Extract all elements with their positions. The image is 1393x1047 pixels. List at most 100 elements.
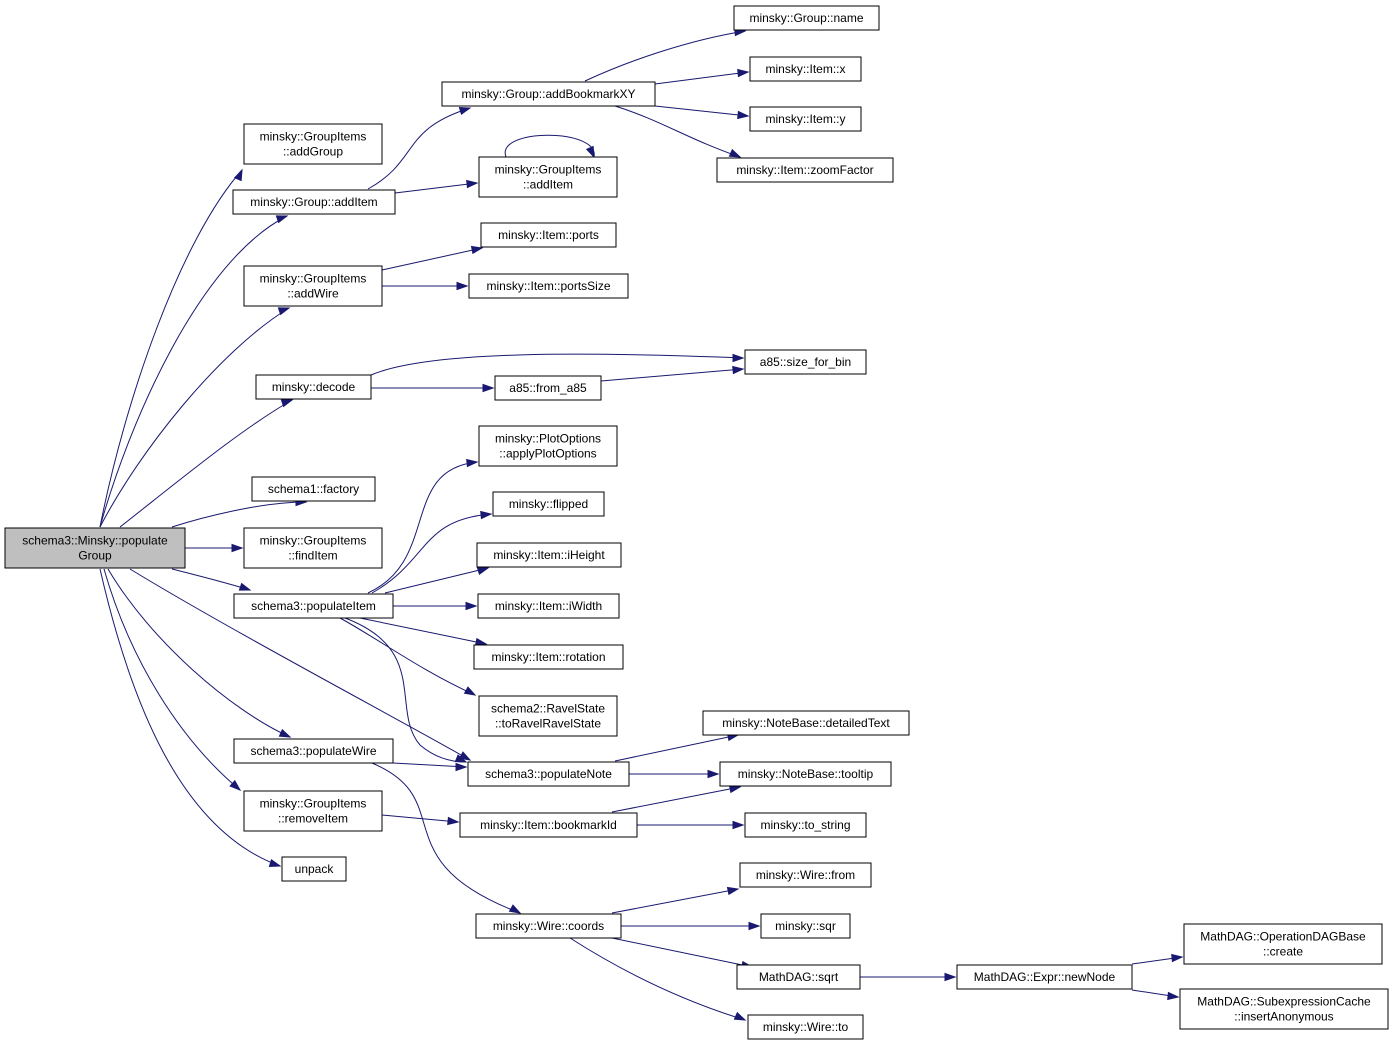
arrowhead — [726, 886, 740, 896]
node-box — [243, 265, 383, 307]
arrowhead — [466, 179, 479, 189]
edge-newNode-to-opDAGcreate — [1131, 953, 1184, 965]
node-sqr[interactable]: minsky::sqr — [760, 913, 851, 939]
node-gi_addItem[interactable]: minsky::GroupItems::addItem — [478, 156, 618, 198]
node-insertAnon[interactable]: MathDAG::SubexpressionCache::insertAnony… — [1179, 988, 1389, 1030]
arrowhead — [466, 458, 479, 468]
node-wire_coords[interactable]: minsky::Wire::coords — [475, 913, 622, 939]
node-label: ::findItem — [288, 549, 337, 563]
node-mathdag_sqrt[interactable]: MathDAG::sqrt — [736, 964, 861, 990]
node-label: MathDAG::Expr::newNode — [974, 970, 1116, 984]
node-label: ::addGroup — [283, 145, 343, 159]
node-box — [441, 81, 656, 107]
node-item_y[interactable]: minsky::Item::y — [749, 106, 862, 132]
node-box — [492, 491, 605, 517]
node-flipped[interactable]: minsky::flipped — [492, 491, 605, 517]
node-s1_factory[interactable]: schema1::factory — [251, 476, 376, 502]
node-rotation[interactable]: minsky::Item::rotation — [473, 644, 624, 670]
node-box — [281, 856, 347, 882]
node-label: ::addWire — [287, 287, 339, 301]
edge-root-to-decode — [119, 399, 294, 528]
edge-root-to-gi_removeItem — [103, 568, 242, 791]
node-detailedText[interactable]: minsky::NoteBase::detailedText — [702, 710, 910, 736]
node-label: a85::from_a85 — [509, 381, 587, 395]
node-zoomFactor[interactable]: minsky::Item::zoomFactor — [716, 157, 894, 183]
edge-wire_coords-to-sqr — [621, 921, 761, 931]
node-decode[interactable]: minsky::decode — [255, 374, 372, 400]
edge-from_a85-to-size_for_bin — [600, 365, 745, 382]
node-label: minsky::Item::rotation — [491, 650, 605, 664]
node-plotOptions[interactable]: minsky::PlotOptions::applyPlotOptions — [478, 425, 618, 467]
edge-wire_coords-to-wire_to — [569, 937, 747, 1021]
node-box — [733, 5, 880, 31]
node-ravelState[interactable]: schema2::RavelState::toRavelRavelState — [478, 695, 618, 737]
arrowhead — [275, 215, 289, 224]
node-label: minsky::Item::ports — [498, 228, 599, 242]
edge-gi_addWire-to-item_portsSize — [382, 281, 469, 291]
node-box — [475, 913, 622, 939]
node-populateNote[interactable]: schema3::populateNote — [467, 761, 630, 787]
node-label: minsky::Item::portsSize — [486, 279, 610, 293]
node-from_a85[interactable]: a85::from_a85 — [494, 375, 602, 401]
node-populateWire[interactable]: schema3::populateWire — [233, 738, 394, 764]
arrowhead — [480, 510, 493, 520]
node-label: minsky::PlotOptions — [495, 432, 601, 446]
node-box — [739, 862, 872, 888]
node-label: minsky::to_string — [760, 818, 850, 832]
arrowhead — [728, 148, 742, 158]
node-box — [243, 790, 383, 832]
node-gi_removeItem[interactable]: minsky::GroupItems::removeItem — [243, 790, 383, 832]
node-box — [473, 644, 624, 670]
node-label: ::create — [1263, 945, 1303, 959]
arrowhead — [470, 245, 484, 255]
edge-g_addItem-to-addBookmarkXY — [367, 106, 472, 190]
edge-g_addItem-to-gi_addItem — [394, 179, 479, 194]
arrowhead — [268, 858, 282, 868]
node-label: ::removeItem — [278, 812, 348, 826]
node-label: ::addItem — [523, 178, 573, 192]
node-group_name[interactable]: minsky::Group::name — [733, 5, 880, 31]
node-label: minsky::flipped — [509, 497, 588, 511]
node-box — [476, 542, 622, 568]
node-box — [233, 593, 394, 619]
node-label: minsky::GroupItems — [495, 163, 602, 177]
arrowhead — [454, 754, 468, 763]
node-unpack[interactable]: unpack — [281, 856, 347, 882]
node-item_x[interactable]: minsky::Item::x — [749, 56, 862, 82]
arrowhead — [465, 601, 478, 611]
arrowhead — [474, 637, 488, 647]
edge-root-to-unpack — [99, 568, 282, 868]
node-gi_addWire[interactable]: minsky::GroupItems::addWire — [243, 265, 383, 307]
node-addBookmarkXY[interactable]: minsky::Group::addBookmarkXY — [441, 81, 656, 107]
arrowhead — [748, 921, 761, 931]
node-label: minsky::Item::iHeight — [493, 548, 605, 562]
arrowhead — [463, 686, 477, 696]
node-iHeight[interactable]: minsky::Item::iHeight — [476, 542, 622, 568]
node-label: minsky::Group::name — [749, 11, 863, 25]
node-item_portsSize[interactable]: minsky::Item::portsSize — [468, 273, 629, 299]
node-label: minsky::GroupItems — [260, 272, 367, 286]
node-iWidth[interactable]: minsky::Item::iWidth — [477, 593, 620, 619]
node-newNode[interactable]: MathDAG::Expr::newNode — [956, 964, 1133, 990]
edge-root-to-gi_addGroup — [99, 168, 243, 528]
arrowhead — [1167, 991, 1180, 1001]
node-box — [749, 106, 862, 132]
node-gi_addGroup[interactable]: minsky::GroupItems::addGroup — [243, 123, 383, 165]
node-to_string[interactable]: minsky::to_string — [744, 812, 867, 838]
node-g_addItem[interactable]: minsky::Group::addItem — [232, 189, 396, 215]
node-gi_findItem[interactable]: minsky::GroupItems::findItem — [243, 527, 383, 569]
node-populateItem[interactable]: schema3::populateItem — [233, 593, 394, 619]
node-item_ports[interactable]: minsky::Item::ports — [480, 222, 617, 248]
node-label: schema2::RavelState — [491, 702, 605, 716]
node-label: MathDAG::SubexpressionCache — [1197, 995, 1371, 1009]
node-size_for_bin[interactable]: a85::size_for_bin — [744, 349, 867, 375]
node-tooltip[interactable]: minsky::NoteBase::tooltip — [719, 761, 892, 787]
arrowhead — [737, 68, 750, 78]
node-label: MathDAG::sqrt — [759, 970, 839, 984]
node-label: schema3::populateItem — [251, 599, 376, 613]
node-bookmarkId[interactable]: minsky::Item::bookmarkId — [459, 812, 638, 838]
node-opDAGcreate[interactable]: MathDAG::OperationDAGBase::create — [1183, 923, 1383, 965]
node-wire_from[interactable]: minsky::Wire::from — [739, 862, 872, 888]
node-wire_to[interactable]: minsky::Wire::to — [747, 1014, 864, 1040]
